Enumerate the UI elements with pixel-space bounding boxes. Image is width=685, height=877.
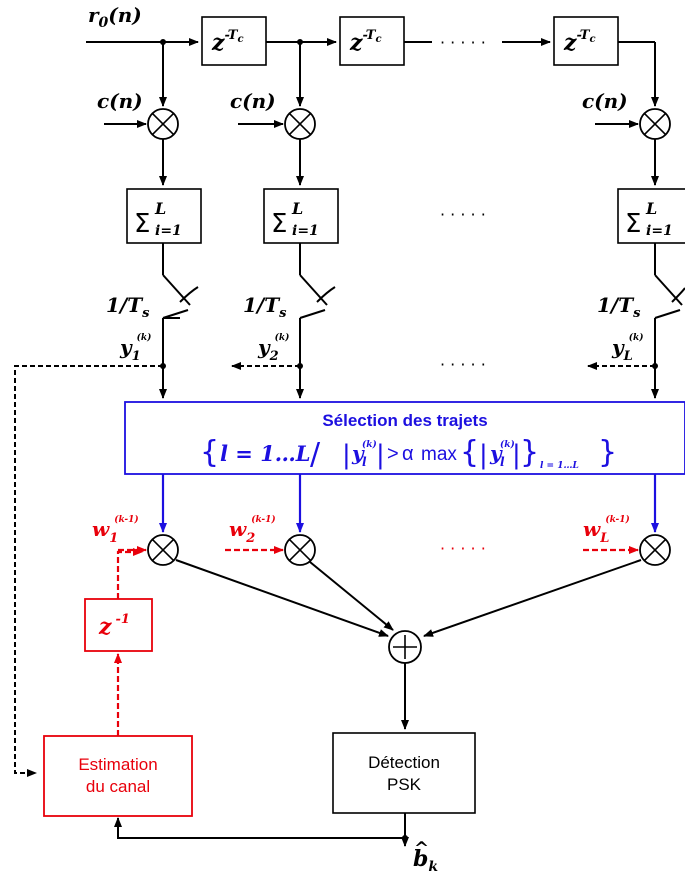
selection-formula: { l = 1…L / | y l (k) | > α max { | y l … — [200, 435, 617, 472]
sampling-switch-icon — [299, 243, 336, 306]
svg-text:L: L — [645, 199, 657, 218]
svg-text:l = 1…L: l = 1…L — [220, 441, 311, 466]
code-label-1: c(n) — [97, 89, 143, 113]
y-label-L: yL(k) — [611, 332, 644, 364]
svg-text:L: L — [154, 199, 166, 218]
svg-text:max: max — [421, 444, 457, 465]
delay-box-2: z-Tc — [339, 16, 405, 66]
sum-box-1: Σ L i=1 — [126, 188, 202, 244]
svg-text:l = 1…L: l = 1…L — [540, 461, 579, 471]
svg-text:i=1: i=1 — [155, 223, 182, 239]
code-label-2: c(n) — [230, 89, 276, 113]
sum-box-L: Σ L i=1 — [617, 188, 685, 244]
svg-text:/: / — [310, 437, 321, 472]
circle-times-icon — [147, 534, 179, 566]
svg-text:du canal: du canal — [86, 777, 150, 796]
mult1-to-adder — [175, 559, 389, 637]
svg-text:Estimation: Estimation — [78, 755, 157, 774]
mult2-to-adder — [309, 561, 394, 631]
estimation-box: Estimation du canal — [43, 735, 193, 817]
svg-text:Σ: Σ — [134, 209, 150, 239]
y1-to-estimation-dashed — [14, 365, 163, 777]
svg-text:Détection: Détection — [368, 753, 440, 772]
selection-title: Sélection des trajets — [322, 411, 487, 430]
svg-text:{: { — [200, 435, 219, 470]
svg-text:PSK: PSK — [387, 775, 422, 794]
sum-box-2: Σ L i=1 — [263, 188, 339, 244]
selection-box: Sélection des trajets { l = 1…L / | y l … — [124, 401, 685, 475]
svg-text:z-1: z-1 — [98, 612, 130, 640]
multL-to-adder — [423, 559, 642, 637]
dots-y: · · · · · — [440, 355, 486, 374]
sampler-label-1: 1/Ts — [106, 293, 150, 321]
sampler-label-L: 1/Ts — [597, 293, 641, 321]
dots-top: · · · · · — [440, 33, 486, 52]
svg-text:|: | — [376, 440, 385, 470]
svg-text:Σ: Σ — [625, 209, 641, 239]
circle-times-icon — [284, 534, 316, 566]
input-label: r0(n) — [88, 3, 142, 31]
weight-label-L: wL(k-1) — [583, 514, 630, 546]
svg-text:L: L — [291, 199, 303, 218]
svg-text:y: y — [489, 441, 503, 465]
detection-box: Détection PSK — [332, 732, 476, 814]
delay-box-3: z-Tc — [553, 16, 619, 66]
sampling-switch-icon — [654, 243, 685, 306]
circle-times-icon — [639, 108, 671, 140]
z-inverse-box: z-1 — [84, 598, 153, 652]
circle-times-icon — [147, 108, 179, 140]
svg-text:{: { — [460, 435, 479, 470]
output-feedback — [114, 817, 405, 839]
svg-text:l: l — [362, 455, 367, 469]
circle-plus-icon — [388, 630, 422, 664]
code-label-L: c(n) — [582, 89, 628, 113]
switch2-out — [299, 309, 326, 319]
sampling-switch-icon — [162, 243, 199, 319]
zinv-to-mult-1 — [116, 548, 143, 599]
circle-times-icon — [284, 108, 316, 140]
svg-text:z-Tc: z-Tc — [349, 28, 382, 56]
svg-text:α: α — [402, 443, 414, 465]
svg-text:l: l — [500, 455, 505, 469]
output-hat: ^ — [414, 838, 429, 859]
y-label-2: y2(k) — [257, 332, 289, 364]
svg-text:z-Tc: z-Tc — [211, 28, 244, 56]
svg-text:z-Tc: z-Tc — [563, 28, 596, 56]
svg-text:|: | — [479, 440, 488, 470]
svg-text:y: y — [351, 441, 365, 465]
dots-sum: · · · · · — [440, 205, 486, 224]
dots-weights: · · · · · — [440, 539, 486, 558]
svg-text:(k): (k) — [362, 439, 377, 450]
output-label: bk — [413, 846, 438, 875]
svg-text:>: > — [387, 443, 399, 465]
svg-text:(k): (k) — [500, 439, 515, 450]
svg-text:}: } — [520, 435, 539, 470]
circle-times-icon — [639, 534, 671, 566]
svg-text:i=1: i=1 — [646, 223, 673, 239]
sampler-label-2: 1/Ts — [243, 293, 287, 321]
svg-text:}: } — [598, 435, 617, 470]
weight-label-2: w2(k-1) — [229, 514, 276, 546]
svg-text:Σ: Σ — [271, 209, 287, 239]
y-label-1: y1(k) — [119, 332, 151, 364]
switchL-out — [654, 309, 681, 319]
svg-text:|: | — [512, 440, 521, 470]
svg-text:|: | — [342, 440, 351, 470]
switch1-out — [162, 309, 189, 319]
delay-box-1: z-Tc — [201, 16, 267, 66]
weight-label-1: w1(k-1) — [92, 514, 139, 546]
svg-text:i=1: i=1 — [292, 223, 319, 239]
